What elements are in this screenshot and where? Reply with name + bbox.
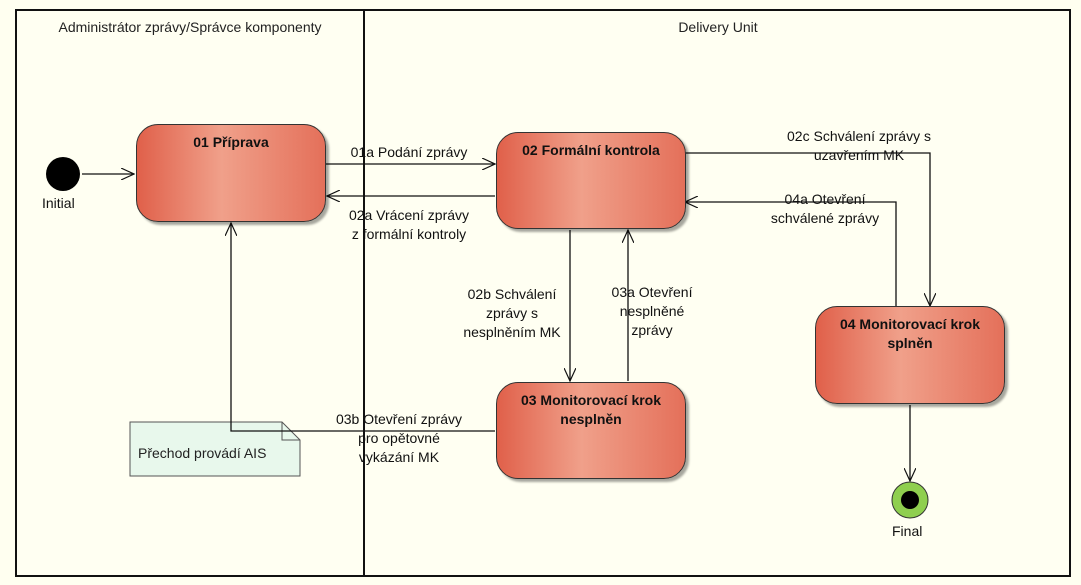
label-02a: 02a Vrácení zprávy z formální kontroly [348,207,470,242]
note-fold [281,422,300,441]
label-01a: 01a Podání zprávy [350,144,468,160]
label-04a: 04a Otevření schválené zprávy [770,191,880,226]
swimlane-frame [15,9,1071,577]
note-shape [129,421,301,477]
final-node-core [901,491,919,509]
state-01-priprava[interactable]: 01 Příprava [136,124,326,222]
initial-label: Initial [42,195,75,211]
state-02-formalni-kontrola[interactable]: 02 Formální kontrola [496,132,686,229]
lane-title-right: Delivery Unit [678,19,758,35]
label-02b: 02b Schválení zprávy s nesplněním MK [463,286,561,340]
label-03a: 03a Otevření nesplněné zprávy [611,284,693,338]
edge-02c [685,152,930,306]
note-text: Přechod provádí AIS [138,445,267,461]
label-03b: 03b Otevření zprávy pro opětovné vykázán… [335,411,463,465]
lane-title-left: Administrátor zprávy/Správce komponenty [58,19,322,35]
initial-node [46,157,80,191]
final-label: Final [892,523,923,539]
state-03-mk-nesplnen[interactable]: 03 Monitorovací krok nesplněn [496,382,686,479]
edge-04a [685,202,897,306]
edge-03b [231,223,495,432]
label-02c: 02c Schválení zprávy s uzavřením MK [787,128,931,163]
state-04-mk-splnen[interactable]: 04 Monitorovací krok splněn [815,306,1005,404]
